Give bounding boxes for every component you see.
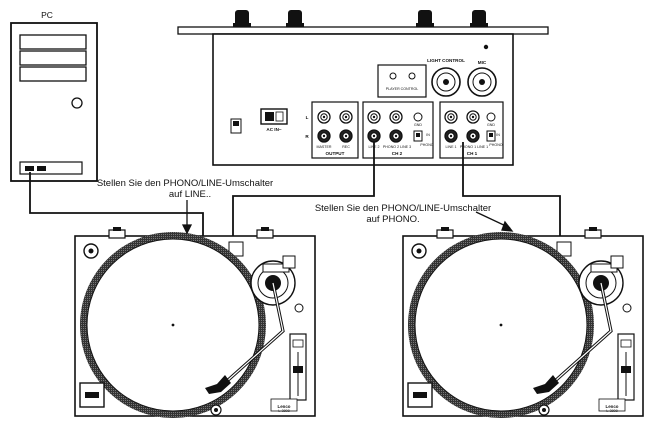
right-annotation-line2: auf PHONO. xyxy=(366,214,419,225)
cable-ch2-turntable xyxy=(232,142,375,236)
annotation-arrows xyxy=(181,200,514,235)
output-l-label: L xyxy=(306,115,309,120)
cable-ch1-turntable xyxy=(462,142,561,236)
left-brand-label: Lenco xyxy=(278,404,291,409)
ch2-phono-label: PHONO xyxy=(420,143,433,147)
ch1-gnd-label: GND xyxy=(487,123,495,127)
right-annotation-line1: Stellen Sie den PHONO/LINE-Umschalter xyxy=(315,203,491,214)
ch1-phono-label: PHONO xyxy=(489,143,502,147)
left-annotation-line2: auf LINE.. xyxy=(169,189,211,200)
phono1-label: PHONO 1 LINE 1 xyxy=(460,145,488,149)
output-r-label: R xyxy=(305,134,309,139)
pc-label: PC xyxy=(41,10,53,20)
player-control-label: PLAYER CONTROL xyxy=(386,87,418,91)
cables xyxy=(29,142,561,236)
turntable-left xyxy=(73,225,317,420)
right-model-label: L-3808 xyxy=(606,409,617,413)
phono2-label: PHONO 2 LINE 3 xyxy=(383,145,411,149)
light-control-label: LIGHT CONTROL xyxy=(427,58,465,63)
pc-tower xyxy=(10,22,98,182)
ch2-in-label: IN xyxy=(426,133,430,137)
output-label: OUTPUT xyxy=(326,151,345,156)
ch1-label: CH 1 xyxy=(467,151,478,156)
ch2-gnd-label: GND xyxy=(414,123,422,127)
ac-in-label: AC IN~ xyxy=(266,127,282,132)
ch1-in-label: IN xyxy=(496,133,500,137)
mixer xyxy=(177,10,549,166)
master-label: MASTER xyxy=(317,145,332,149)
right-brand-label: Lenco xyxy=(606,404,619,409)
turntable-right xyxy=(401,225,645,420)
mic-label: MIC xyxy=(478,60,487,65)
rec-label: REC xyxy=(342,145,350,149)
left-model-label: L-3808 xyxy=(278,409,289,413)
ch2-label: CH 2 xyxy=(392,151,403,156)
line1-label: LINE 1 xyxy=(446,145,457,149)
mixer-top-knobs xyxy=(233,10,488,27)
cable-pc-turntable xyxy=(29,172,204,236)
left-annotation-line1: Stellen Sie den PHONO/LINE-Umschalter xyxy=(97,178,273,189)
